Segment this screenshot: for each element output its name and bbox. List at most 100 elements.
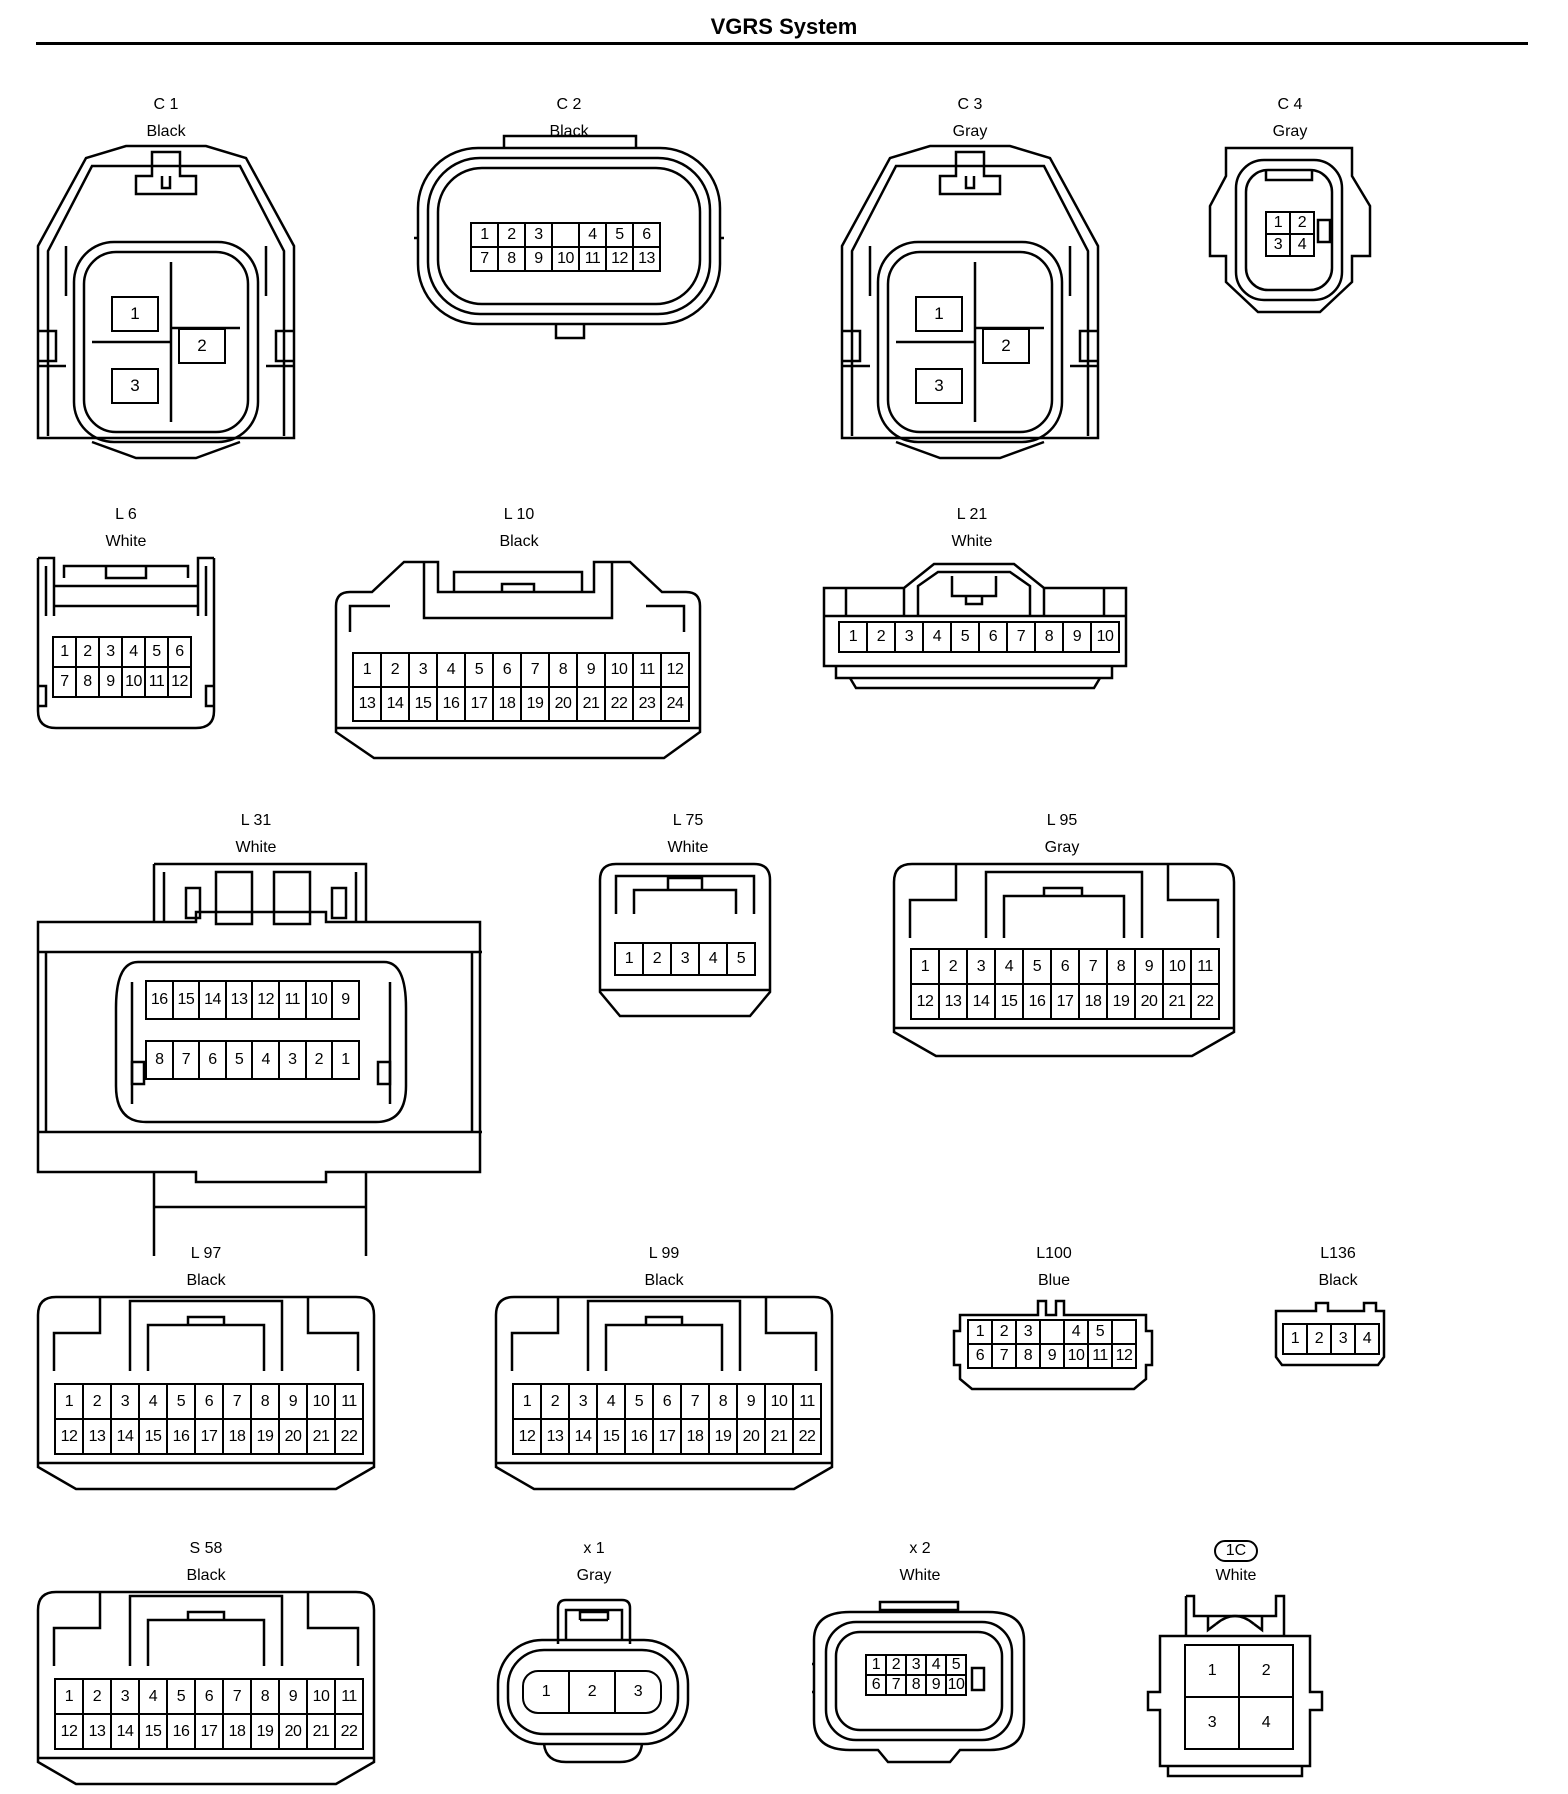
pin: 18 xyxy=(682,1420,708,1453)
connector-color: White xyxy=(235,839,277,856)
pin: 3 xyxy=(616,1672,660,1712)
pin: 5 xyxy=(607,224,632,246)
pin-2: 2 xyxy=(178,328,226,364)
connector-color: Black xyxy=(186,1567,226,1584)
pin: 21 xyxy=(578,688,604,720)
pin: 6 xyxy=(654,1385,680,1418)
pin: 12 xyxy=(253,982,278,1018)
pin-grid: 1 2 3 4 xyxy=(1265,211,1315,257)
pin: 14 xyxy=(968,985,994,1018)
pin-2: 2 xyxy=(982,328,1030,364)
pin: 15 xyxy=(173,982,199,1018)
pin: 10 xyxy=(1092,623,1118,651)
pin: 8 xyxy=(147,1042,172,1078)
pin: 16 xyxy=(168,1420,194,1453)
connector-color: Gray xyxy=(1272,123,1308,140)
pin: 10 xyxy=(606,654,632,686)
pin: 14 xyxy=(200,982,225,1018)
pin: 9 xyxy=(100,668,121,696)
pin: 3 xyxy=(672,944,698,974)
connector-housing xyxy=(36,1590,376,1786)
connector-l97: L 97 Black 1 2 3 4 5 6 7 8 9 10 11 12 13… xyxy=(36,1245,386,1495)
pin-1: 1 xyxy=(915,296,963,332)
pin: 15 xyxy=(996,985,1022,1018)
connector-housing xyxy=(892,862,1236,1058)
pin: 17 xyxy=(196,1420,222,1453)
connector-housing xyxy=(496,1598,690,1764)
pin: 4 xyxy=(598,1385,624,1418)
pin: 3 xyxy=(907,1656,925,1674)
pin: 6 xyxy=(200,1042,225,1078)
pin: 8 xyxy=(499,248,524,270)
pin: 8 xyxy=(710,1385,736,1418)
pin: 15 xyxy=(140,1715,166,1748)
pin: 4 xyxy=(1291,235,1313,255)
connector-code: L 10 xyxy=(503,506,535,523)
pin: 1 xyxy=(912,950,938,983)
pin: 6 xyxy=(196,1680,222,1713)
pin: 5 xyxy=(1024,950,1050,983)
pin: 6 xyxy=(867,1676,885,1694)
pin: 10 xyxy=(1164,950,1190,983)
connector-color: Blue xyxy=(1037,1272,1071,1289)
connector-housing xyxy=(36,1295,376,1491)
connector-color: Gray xyxy=(576,1567,612,1584)
pin-blank xyxy=(553,224,578,246)
pin: 11 xyxy=(336,1680,362,1713)
pin: 2 xyxy=(570,1672,614,1712)
connector-color: Black xyxy=(644,1272,684,1289)
pin: 13 xyxy=(354,688,380,720)
pin: 23 xyxy=(634,688,660,720)
connector-housing xyxy=(1208,146,1372,314)
pin: 4 xyxy=(924,623,950,651)
pin: 1 xyxy=(1186,1646,1238,1696)
connector-color: Black xyxy=(186,1272,226,1289)
pin: 9 xyxy=(1136,950,1162,983)
connector-code: C 4 xyxy=(1277,96,1303,113)
connector-l100: L100 Blue 1 2 3 4 5 6 7 8 9 10 11 12 xyxy=(952,1245,1164,1395)
connector-code: L100 xyxy=(1036,1245,1072,1262)
pin: 7 xyxy=(54,668,75,696)
pin: 9 xyxy=(280,1680,306,1713)
connector-code: L136 xyxy=(1320,1245,1356,1262)
pin: 17 xyxy=(196,1715,222,1748)
pin-grid-top: 16 15 14 13 12 11 10 9 xyxy=(145,980,360,1020)
pin: 3 xyxy=(112,1680,138,1713)
pin: 11 xyxy=(794,1385,820,1418)
connector-l10: L 10 Black 1 2 3 4 5 6 7 8 9 10 11 12 13… xyxy=(334,506,704,766)
connector-1c: 1C White 1 2 3 4 xyxy=(1146,1540,1336,1785)
connector-code: C 3 xyxy=(957,96,983,113)
pin: 12 xyxy=(514,1420,540,1453)
pin: 14 xyxy=(382,688,408,720)
connector-c2: C 2 Black 1 2 3 4 5 6 7 8 9 10 11 12 13 xyxy=(414,96,724,341)
pin: 2 xyxy=(84,1680,110,1713)
connector-code: L 99 xyxy=(648,1245,680,1262)
pin: 2 xyxy=(993,1321,1015,1343)
pin: 18 xyxy=(224,1715,250,1748)
pin: 21 xyxy=(308,1715,334,1748)
pin: 4 xyxy=(580,224,605,246)
pin: 22 xyxy=(606,688,632,720)
connector-housing xyxy=(36,862,482,1256)
connector-c4: C 4 Gray 1 2 3 4 xyxy=(1208,96,1372,321)
pin: 4 xyxy=(253,1042,278,1078)
pin: 15 xyxy=(140,1420,166,1453)
pin: 6 xyxy=(1052,950,1078,983)
pin: 4 xyxy=(140,1680,166,1713)
pin: 12 xyxy=(56,1715,82,1748)
pin: 19 xyxy=(522,688,548,720)
pin: 24 xyxy=(662,688,688,720)
pin: 17 xyxy=(654,1420,680,1453)
pin: 12 xyxy=(662,654,688,686)
pin: 7 xyxy=(1008,623,1034,651)
connector-housing xyxy=(36,144,296,460)
pin-grid: 1 2 3 4 5 6 7 8 9 10 xyxy=(838,621,1120,653)
pin: 6 xyxy=(969,1345,991,1367)
connector-s58: S 58 Black 1 2 3 4 5 6 7 8 9 10 11 12 13… xyxy=(36,1540,386,1790)
pin: 2 xyxy=(940,950,966,983)
pin: 19 xyxy=(710,1420,736,1453)
connector-housing xyxy=(812,1600,1026,1764)
connector-l21: L 21 White 1 2 3 4 5 6 7 8 9 10 xyxy=(822,506,1132,696)
pin: 7 xyxy=(682,1385,708,1418)
pin: 1 xyxy=(333,1042,358,1078)
